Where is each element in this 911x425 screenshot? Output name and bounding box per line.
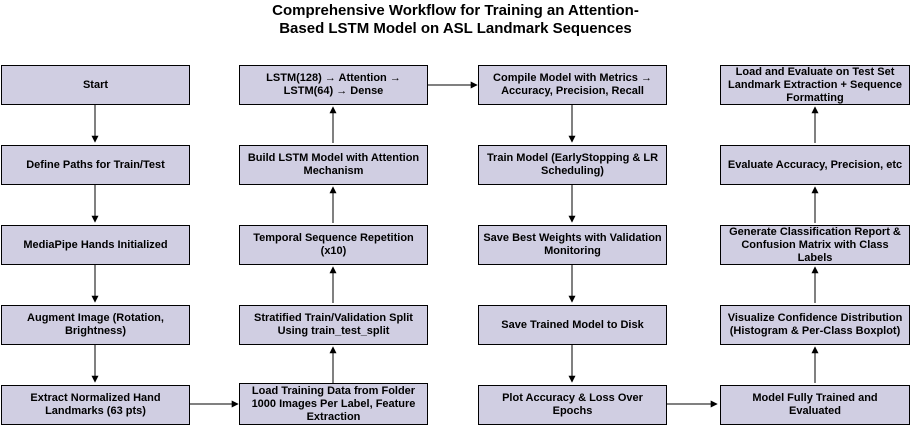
- node-save-best-weights: Save Best Weights with Validation Monito…: [478, 225, 667, 265]
- node-visualize-confidence: Visualize Confidence Distribution (Histo…: [720, 305, 910, 345]
- node-extract-landmarks: Extract Normalized Hand Landmarks (63 pt…: [1, 385, 190, 425]
- node-build-lstm-model: Build LSTM Model with Attention Mechanis…: [239, 145, 428, 185]
- node-mediapipe-hands: MediaPipe Hands Initialized: [1, 225, 190, 265]
- node-lstm-architecture: LSTM(128) → Attention → LSTM(64) → Dense: [239, 65, 428, 105]
- node-train-model: Train Model (EarlyStopping & LR Scheduli…: [478, 145, 667, 185]
- title-line-1: Comprehensive Workflow for Training an A…: [272, 2, 639, 19]
- node-save-trained-model: Save Trained Model to Disk: [478, 305, 667, 345]
- node-start: Start: [1, 65, 190, 105]
- node-temporal-sequence: Temporal Sequence Repetition (x10): [239, 225, 428, 265]
- node-plot-accuracy-loss: Plot Accuracy & Loss Over Epochs: [478, 385, 667, 425]
- node-augment-image: Augment Image (Rotation, Brightness): [1, 305, 190, 345]
- node-load-training-data: Load Training Data from Folder 1000 Imag…: [239, 383, 428, 425]
- node-evaluate-accuracy: Evaluate Accuracy, Precision, etc: [720, 145, 910, 185]
- node-define-paths: Define Paths for Train/Test: [1, 145, 190, 185]
- node-load-evaluate-test: Load and Evaluate on Test Set Landmark E…: [720, 65, 910, 105]
- diagram-title: Comprehensive Workflow for Training an A…: [0, 2, 911, 38]
- node-compile-model: Compile Model with Metrics → Accuracy, P…: [478, 65, 667, 105]
- title-line-2: Based LSTM Model on ASL Landmark Sequenc…: [279, 20, 632, 37]
- node-stratified-split: Stratified Train/Validation Split Using …: [239, 305, 428, 345]
- node-model-fully-trained: Model Fully Trained and Evaluated: [720, 385, 910, 425]
- node-classification-report: Generate Classification Report & Confusi…: [720, 225, 910, 265]
